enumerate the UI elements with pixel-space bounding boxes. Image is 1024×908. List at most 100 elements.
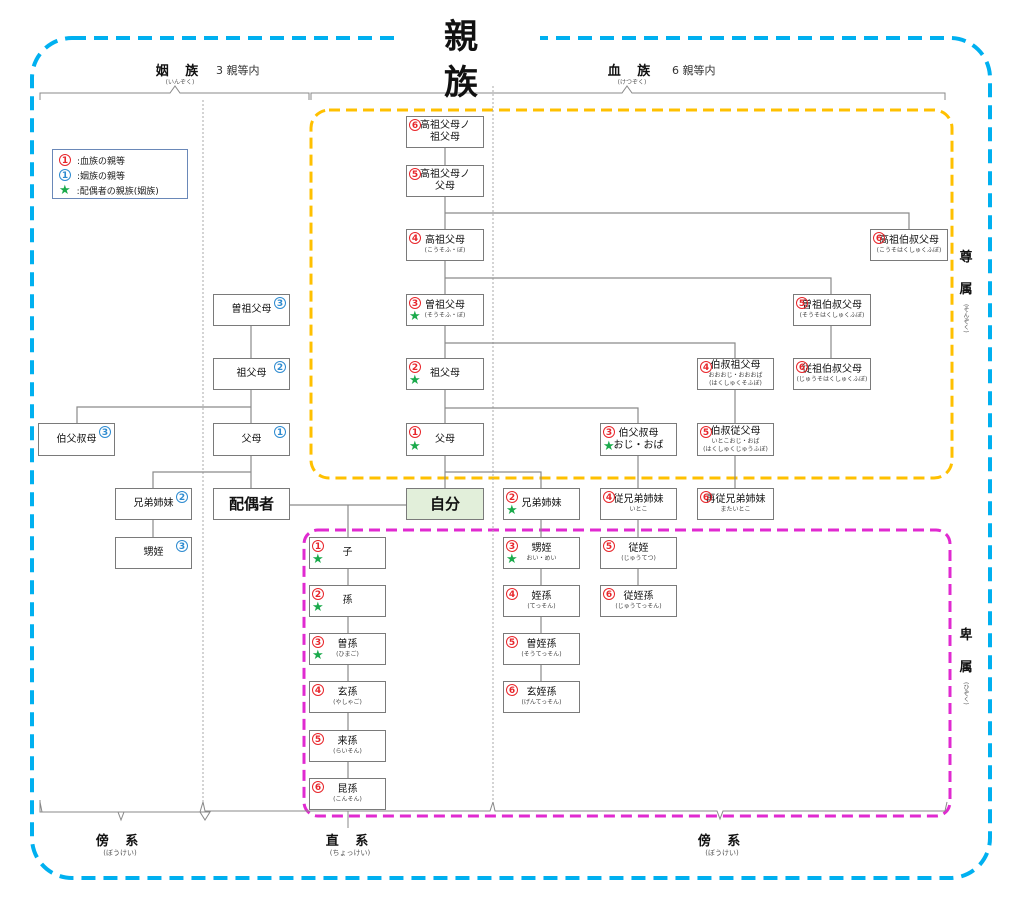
node-label: 従祖伯叔父母 bbox=[802, 364, 862, 375]
node-reading: おおおじ・おおおば bbox=[708, 372, 763, 379]
node-spouse: 配偶者 bbox=[213, 488, 290, 520]
inlaw-degree-badge: 2 bbox=[176, 491, 188, 503]
blood-header-label: 血 族 bbox=[607, 64, 657, 79]
node-label: 甥姪 bbox=[143, 547, 164, 558]
node-label: 父母 bbox=[241, 433, 262, 445]
collateral-left-text: 傍 系 bbox=[95, 834, 145, 849]
star-icon: ★ bbox=[312, 648, 324, 663]
node-label: 曽祖父母 bbox=[231, 304, 272, 315]
inlaw-header-ruby: (いんぞく) bbox=[165, 79, 195, 86]
node-reading: (そうそふ・ぼ) bbox=[424, 312, 466, 319]
collateral-left-label: 傍 系 (ぼうけい) bbox=[80, 830, 160, 858]
node-label-2: 祖父母 bbox=[430, 132, 460, 143]
direct-label: 直 系 (ちょっけい) bbox=[308, 830, 392, 858]
legend-blood: 1 :血族の親等 bbox=[59, 153, 125, 167]
node-il-hakushuku: 伯父叔母 bbox=[38, 423, 115, 456]
legend-inlaw: 1 :姻族の親等 bbox=[59, 168, 125, 182]
node-reading-2: (はくしゅくそふぼ) bbox=[709, 380, 762, 387]
blood-degree-badge: 4 bbox=[506, 588, 518, 600]
ascendant-label-1: 尊 bbox=[959, 250, 973, 265]
blood-degree-badge: 6 bbox=[873, 232, 885, 244]
collateral-left-ruby: (ぼうけい) bbox=[103, 849, 137, 857]
node-reading: (ひまご) bbox=[336, 651, 359, 658]
node-label: 伯父叔母 bbox=[618, 427, 659, 439]
node-reading: (じゅうてっそん) bbox=[615, 603, 662, 610]
node-reading: (らいそん) bbox=[333, 748, 362, 755]
node-label: 昆孫 bbox=[337, 784, 358, 795]
legend-star: ★ :配偶者の親族(姻族) bbox=[59, 183, 159, 197]
node-label: 祖父母 bbox=[236, 368, 267, 379]
node-reading: (てっそん) bbox=[527, 603, 556, 610]
blood-degree-badge: 5 bbox=[506, 636, 518, 648]
direct-ruby: (ちょっけい) bbox=[329, 849, 371, 857]
blood-degree-badge: 1 bbox=[409, 426, 421, 438]
node-label: 曽姪孫 bbox=[526, 639, 557, 650]
node-self: 自分 bbox=[406, 488, 484, 520]
blood-bracket bbox=[310, 85, 946, 100]
node-label: 曽祖父母 bbox=[425, 300, 465, 311]
node-raison: 来孫(らいそん) bbox=[309, 730, 386, 762]
node-label: 伯父叔母 bbox=[56, 433, 97, 445]
blood-degree-badge: 4 bbox=[700, 361, 712, 373]
node-reading: (こんそん) bbox=[333, 796, 362, 803]
inlaw-degree-icon: 1 bbox=[59, 169, 71, 181]
blood-degree-badge: 3 bbox=[312, 636, 324, 648]
blood-degree-note: 6 親等内 bbox=[672, 64, 716, 77]
node-reading: (じゅうそはくしゅくふぼ) bbox=[796, 376, 868, 383]
node-label: 来孫 bbox=[337, 736, 358, 747]
blood-degree-badge: 6 bbox=[409, 119, 421, 131]
star-icon: ★ bbox=[409, 309, 421, 324]
node-label: 伯叔従父母 bbox=[710, 425, 761, 437]
blood-degree-badge: 6 bbox=[312, 781, 324, 793]
node-label-2: おじ・おば bbox=[613, 439, 664, 451]
node-label: 自分 bbox=[429, 495, 460, 513]
blood-degree-badge: 3 bbox=[603, 426, 615, 438]
node-reading: おい・めい bbox=[526, 555, 557, 562]
node-il-fubo: 父母 bbox=[213, 423, 290, 456]
blood-degree-badge: 5 bbox=[700, 426, 712, 438]
inlaw-degree-badge: 3 bbox=[274, 297, 286, 309]
node-label: 兄弟姉妹 bbox=[521, 498, 562, 509]
node-label: 姪孫 bbox=[531, 591, 552, 602]
legend: 1 :血族の親等 1 :姻族の親等 ★ :配偶者の親族(姻族) bbox=[52, 149, 188, 199]
blood-degree-badge: 3 bbox=[409, 297, 421, 309]
collateral-right-ruby: (ぼうけい) bbox=[705, 849, 739, 857]
node-label: 高祖父母ノ bbox=[420, 120, 470, 131]
node-label: 祖父母 bbox=[430, 368, 460, 379]
star-icon: ★ bbox=[409, 373, 421, 388]
blood-degree-badge: 5 bbox=[409, 168, 421, 180]
legend-blood-label: :血族の親等 bbox=[77, 156, 126, 167]
node-reading: (げんてっそん) bbox=[521, 699, 562, 706]
node-label: 配偶者 bbox=[228, 495, 274, 513]
node-reading: (そうそはくしゅくふぼ) bbox=[799, 312, 865, 319]
node-reading: (こうそはくしゅくふぼ) bbox=[876, 247, 942, 254]
star-icon: ★ bbox=[409, 439, 421, 454]
descendant-boundary bbox=[302, 528, 952, 818]
node-label: 高祖父母ノ bbox=[420, 169, 470, 180]
inlaw-header: 姻 族 (いんぞく) bbox=[140, 60, 220, 87]
blood-degree-badge: 3 bbox=[506, 540, 518, 552]
node-kosofubo: 高祖父母(こうそふ・ぼ) bbox=[406, 229, 484, 261]
node-label: 玄姪孫 bbox=[526, 687, 557, 698]
inlaw-degree-badge: 1 bbox=[274, 426, 286, 438]
direct-text: 直 系 bbox=[325, 834, 375, 849]
inlaw-header-label: 姻 族 bbox=[155, 64, 205, 79]
blood-degree-badge: 5 bbox=[603, 540, 615, 552]
star-icon: ★ bbox=[506, 503, 518, 518]
blood-degree-badge: 6 bbox=[506, 684, 518, 696]
node-label: 伯叔祖父母 bbox=[710, 360, 761, 371]
descendant-ruby: (ひぞく) bbox=[962, 682, 969, 705]
blood-degree-badge: 6 bbox=[700, 491, 712, 503]
blood-degree-badge: 4 bbox=[603, 491, 615, 503]
blood-degree-badge: 5 bbox=[312, 733, 324, 745]
node-label: 父母 bbox=[435, 433, 455, 445]
node-label: 孫 bbox=[342, 595, 353, 606]
ascendant-ruby: (そんぞく) bbox=[962, 304, 969, 333]
star-icon: ★ bbox=[312, 552, 324, 567]
node-juttetsu: 従姪(じゅうてつ) bbox=[600, 537, 677, 569]
node-sotesson: 曽姪孫(そうてっそん) bbox=[503, 633, 580, 665]
blood-degree-icon: 1 bbox=[59, 154, 71, 166]
node-reading: (やしゃご) bbox=[333, 699, 362, 706]
inlaw-degree-badge: 3 bbox=[176, 540, 188, 552]
